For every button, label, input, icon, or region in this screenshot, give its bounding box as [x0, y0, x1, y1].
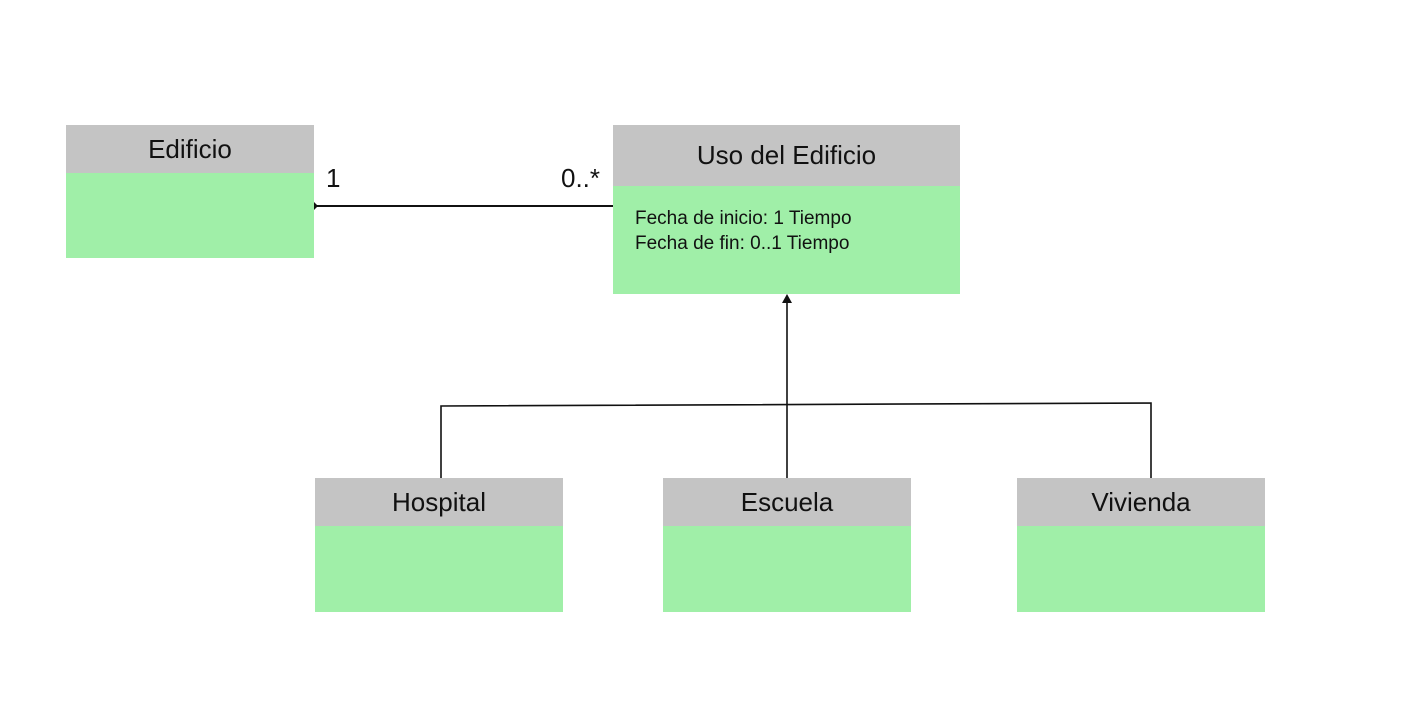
- class-uso-del-edificio[interactable]: Uso del Edificio Fecha de inicio: 1 Tiem…: [613, 125, 960, 294]
- class-body: [1017, 526, 1265, 612]
- class-body: [315, 526, 563, 612]
- class-name: Escuela: [663, 478, 911, 526]
- multiplicity-target: 0..*: [561, 163, 601, 193]
- attribute-fecha-fin: Fecha de fin: 0..1 Tiempo: [635, 233, 850, 254]
- class-name: Vivienda: [1017, 478, 1265, 526]
- class-name: Hospital: [315, 478, 563, 526]
- class-hospital[interactable]: Hospital: [315, 478, 563, 612]
- class-escuela[interactable]: Escuela: [663, 478, 911, 612]
- class-name: Uso del Edificio: [613, 125, 960, 186]
- class-name: Edificio: [66, 125, 314, 173]
- class-edificio[interactable]: Edificio: [66, 125, 314, 258]
- generalization-bus: [440, 402, 1152, 478]
- attribute-fecha-inicio: Fecha de inicio: 1 Tiempo: [635, 208, 852, 229]
- class-vivienda[interactable]: Vivienda: [1017, 478, 1265, 612]
- class-body: [663, 526, 911, 612]
- class-body: [66, 173, 314, 258]
- multiplicity-source: 1: [326, 163, 341, 193]
- class-attributes: Fecha de inicio: 1 Tiempo Fecha de fin: …: [613, 186, 960, 294]
- generalization-arrowhead: [782, 294, 792, 303]
